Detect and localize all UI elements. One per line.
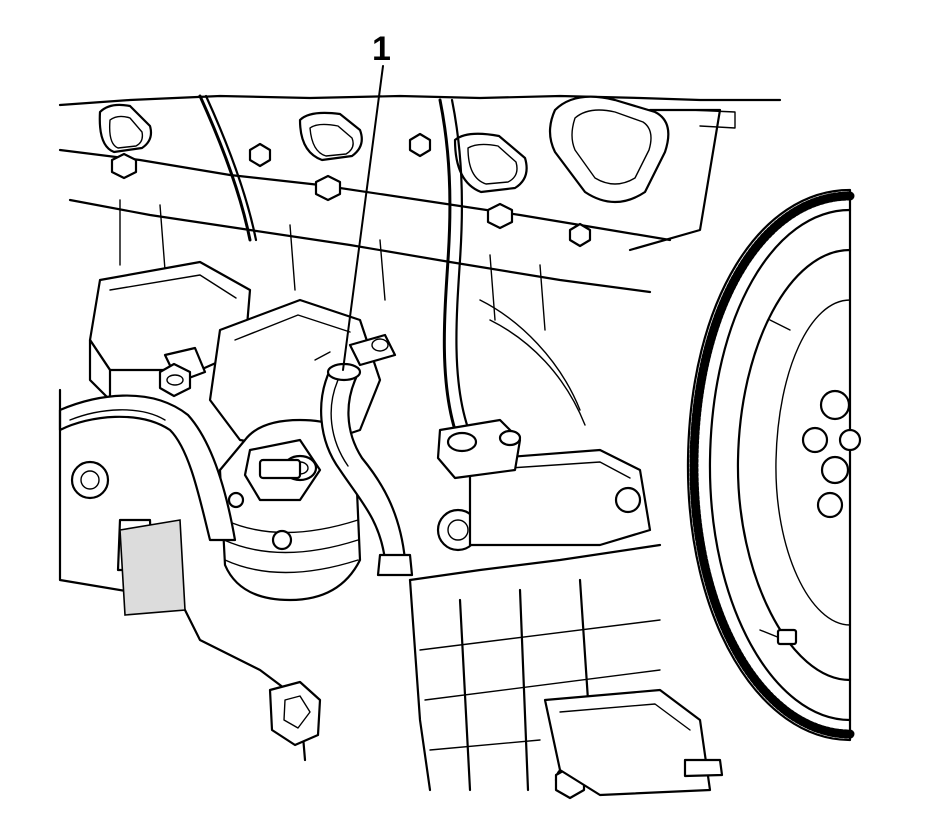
callout-1: 1 (342, 30, 391, 371)
engine-block (58, 388, 724, 800)
flywheel (686, 188, 862, 742)
callout-1-label: 1 (372, 30, 391, 68)
left-bracket (88, 260, 252, 402)
wiring-harness (198, 94, 586, 432)
oil-cooler-hose (314, 333, 414, 577)
cylinder-head-area (58, 94, 782, 331)
